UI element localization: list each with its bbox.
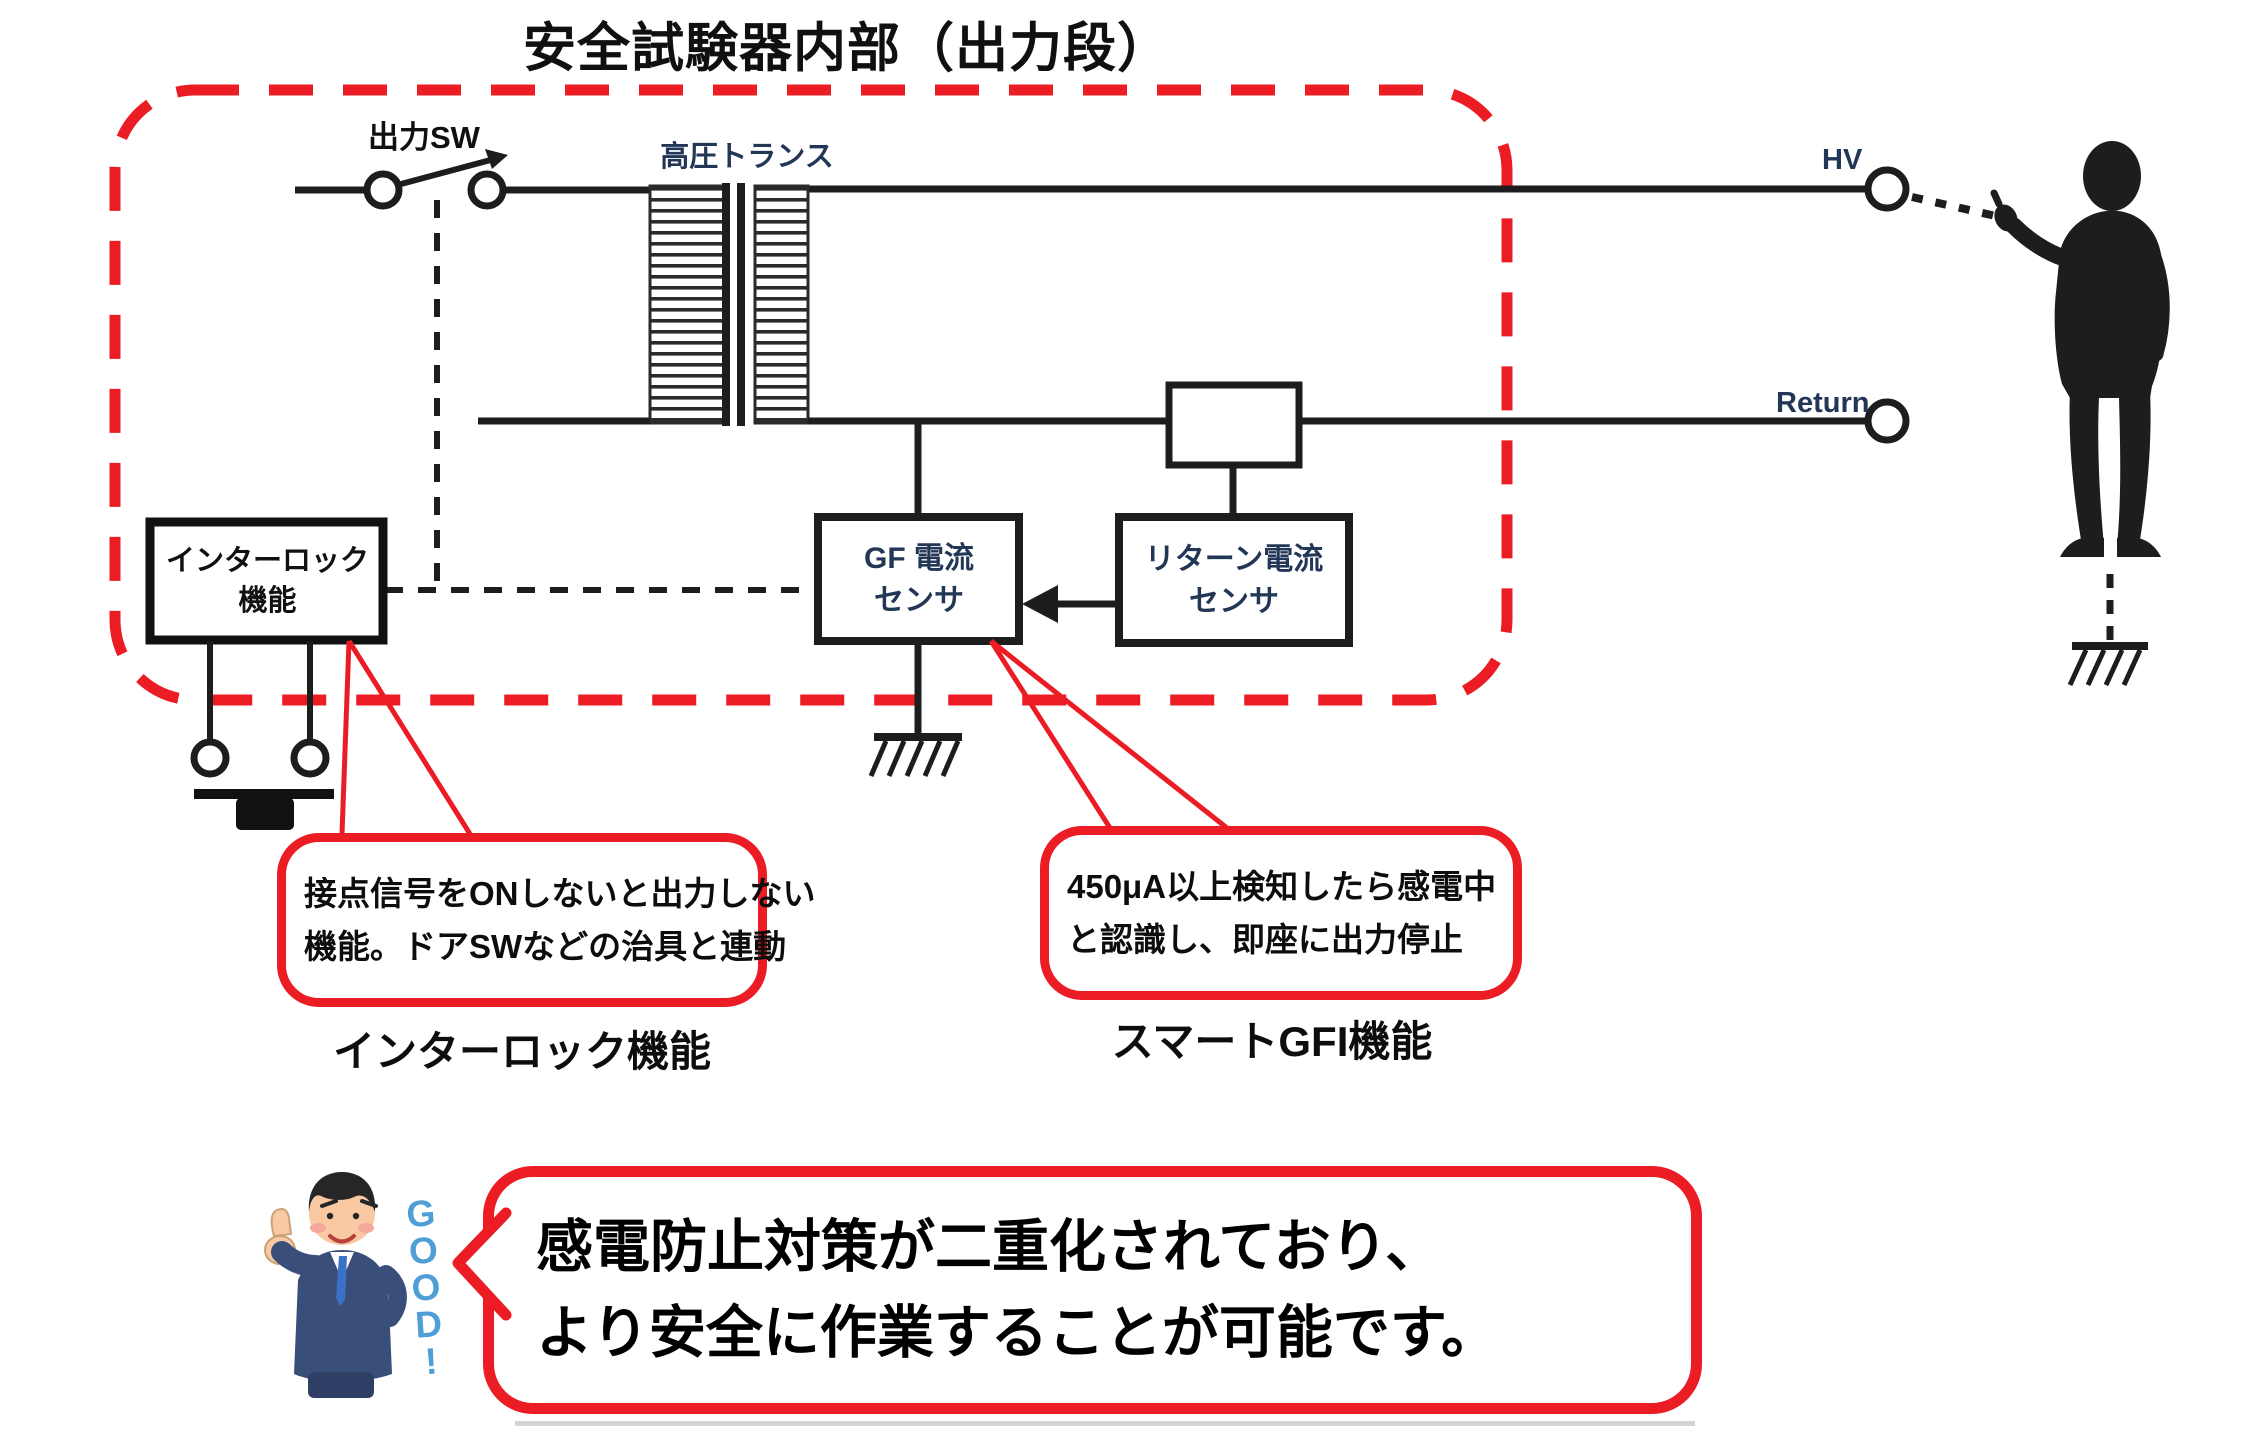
gf-ground-symbol — [868, 641, 962, 777]
interlock-jig-contacts — [190, 641, 334, 830]
gfi-callout-line2: と認識し、即座に出力停止 — [1067, 921, 1463, 958]
interlock-dashed-link — [385, 200, 814, 593]
hanging-arm — [2147, 252, 2170, 362]
hv-transformer — [648, 183, 810, 426]
return-sensor-line1: リターン電流 — [1144, 543, 1324, 576]
speech-bubble: 感電防止対策が二重化されており、 より安全に作業することが可能です。 — [483, 1166, 1702, 1414]
mascot-tie — [336, 1256, 347, 1306]
page-title: 安全試験器内部（出力段） — [523, 19, 1171, 78]
return-current-sensor-box — [1115, 513, 1353, 647]
gf-sensor-line1: GF 電流 — [864, 542, 974, 575]
interlock-box-label: インターロック 機能 — [152, 524, 383, 638]
hv-wire — [295, 185, 1867, 194]
interlock-callout-line2: 機能。ドアSWなどの治具と連動 — [304, 928, 787, 965]
interlock-box-line2: 機能 — [238, 585, 297, 617]
hv-label: HV — [1822, 144, 1863, 176]
foot-pedal — [236, 798, 294, 830]
interlock-callout: 接点信号をONしないと出力しない 機能。ドアSWなどの治具と連動 — [277, 833, 816, 1007]
speech-bubble-tail — [452, 1207, 512, 1321]
transformer-secondary-coil — [753, 184, 810, 425]
gfi-caption: スマートGFI機能 — [1111, 1018, 1433, 1065]
gfi-callout-line1: 450μA以上検知したら感電中 — [1067, 868, 1497, 905]
return-label: Return — [1776, 387, 1870, 419]
switch-lever-arrow — [485, 149, 508, 169]
mascot-smile — [328, 1234, 356, 1244]
thumbs-up-mascot — [264, 1172, 407, 1398]
bubble-line1: 感電防止対策が二重化されており、 — [536, 1215, 1443, 1279]
interlock-callout-line1: 接点信号をONしないと出力しない — [304, 875, 816, 912]
raised-arm — [2005, 217, 2073, 267]
bubble-shadow-line — [515, 1421, 1695, 1426]
return-sensor-line2: センサ — [1189, 585, 1279, 618]
hv-terminal — [1864, 166, 1910, 212]
person-ground-symbol — [2067, 574, 2148, 687]
mascot-hair — [308, 1172, 376, 1212]
output-switch — [363, 149, 508, 210]
return-sensor-box-label: リターン電流 センサ — [1121, 520, 1347, 642]
sensor-arrow — [1022, 585, 1115, 623]
interlock-function-box — [145, 517, 388, 645]
mascot-thumb — [270, 1208, 293, 1238]
gfi-callout: 450μA以上検知したら感電中 と認識し、即座に出力停止 — [1040, 826, 1522, 1000]
transformer-label: 高圧トランス — [660, 141, 834, 173]
tester-enclosure-dashed-border — [109, 84, 1513, 706]
transformer-core — [722, 183, 730, 426]
return-terminal — [1864, 398, 1910, 444]
return-current-pickup-box — [1165, 381, 1303, 469]
transformer-primary-coil — [648, 184, 729, 425]
transformer-core — [737, 183, 745, 426]
interlock-caption: インターロック機能 — [332, 1028, 711, 1075]
shock-contact-dotted-line — [1911, 193, 2001, 221]
callout-leader-lines — [339, 639, 1229, 836]
gf-sensor-box-label: GF 電流 センサ — [820, 520, 1018, 640]
return-wire — [478, 417, 1867, 519]
gf-sensor-line2: センサ — [874, 584, 964, 617]
bubble-line2: より安全に作業することが可能です。 — [536, 1301, 1499, 1365]
mascot-suit — [294, 1250, 392, 1382]
output-sw-label: 出力SW — [368, 120, 480, 155]
person-silhouette — [1990, 141, 2170, 557]
gf-current-sensor-box — [814, 513, 1023, 645]
interlock-box-line1: インターロック — [165, 545, 369, 577]
